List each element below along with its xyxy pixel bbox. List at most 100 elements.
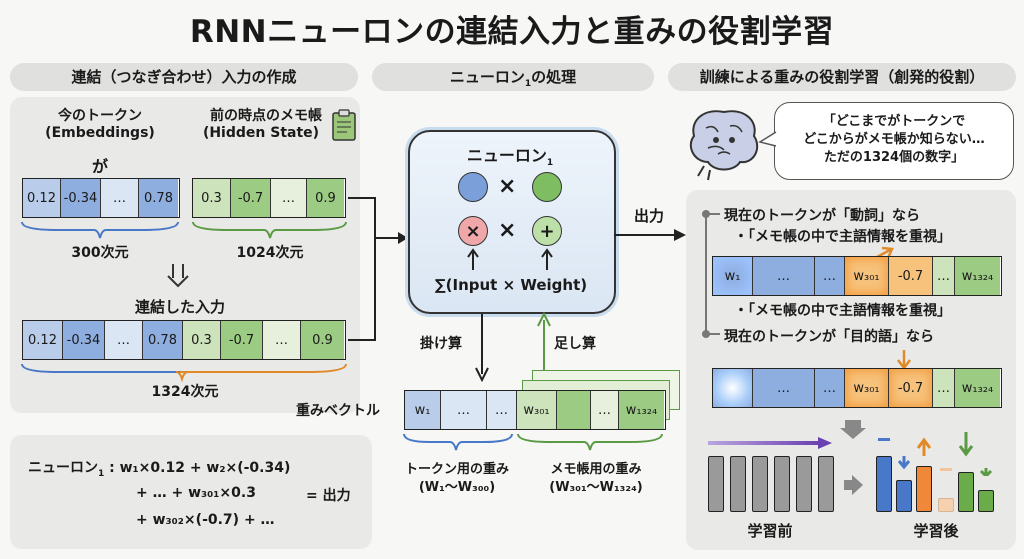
before-bar	[796, 456, 812, 512]
before-bar	[774, 456, 790, 512]
case2-label: 現在のトークンが「目的語」なら	[724, 329, 934, 345]
neuron-box	[408, 130, 616, 314]
output-label: 出力	[634, 207, 665, 225]
right-gray-arrow	[844, 475, 863, 495]
section-header-right: 訓練による重みの役割学習（創発的役割）	[668, 63, 1016, 91]
middle-header-sub: 1	[524, 79, 532, 89]
concat-dim-label: 1324次元	[151, 384, 219, 400]
multiply-circle-icon: ×	[458, 216, 488, 246]
concat-label: 連結した入力	[134, 298, 225, 316]
weight-cell: …	[487, 391, 517, 429]
input-circle-icon	[458, 172, 488, 202]
after-bar	[876, 456, 892, 512]
bars-before	[708, 456, 834, 512]
before-bar	[730, 456, 746, 512]
case1-cell: …	[753, 257, 815, 295]
weight-vector-label: 重みベクトル	[296, 403, 380, 419]
hid-cell: 0.3	[193, 179, 231, 217]
hidden-state-label: (Hidden State)	[202, 125, 320, 141]
formula-panel	[10, 435, 372, 549]
bubble-line1: 「どこまでがトークンで	[822, 114, 966, 129]
weight-cell: …	[441, 391, 487, 429]
case2-cell: w₁₃₂₄	[955, 369, 1000, 407]
neuron-title-text: ニューロン	[466, 146, 547, 165]
token-ga: が	[91, 157, 108, 176]
section-header-middle: ニューロン1の処理	[372, 63, 654, 91]
bubble-tail	[758, 131, 777, 147]
middle-header-text: ニューロン	[449, 68, 525, 86]
before-bar	[752, 456, 768, 512]
after-label: 学習後	[913, 522, 959, 540]
concat-vector: 0.12 -0.34 … 0.78 0.3 -0.7 … 0.9	[22, 320, 346, 360]
weight-cell: w₃₀₁	[517, 391, 557, 429]
dim-braces	[21, 221, 347, 239]
concat-cell: 0.12	[23, 321, 63, 359]
formula-line1: ニューロン1 : w₁×0.12 + w₂×(-0.34)	[28, 457, 290, 479]
case2-cell: …	[753, 369, 815, 407]
page-title: RNNニューロンの連結入力と重みの役割学習	[189, 14, 835, 50]
after-bar	[896, 480, 912, 512]
add-circle-icon: +	[532, 216, 562, 246]
memo-label: 前の時点のメモ帳	[210, 108, 322, 124]
emb-cell: 0.12	[23, 179, 61, 217]
neuron-title: ニューロン1	[408, 142, 612, 168]
middle-header-suffix: の処理	[531, 68, 577, 86]
weight-cell: w₁₃₂₄	[619, 391, 664, 429]
emb-cell: -0.34	[61, 179, 101, 217]
case-connector	[702, 210, 720, 338]
hid-cell: …	[271, 179, 307, 217]
hidden-vector: 0.3 -0.7 … 0.9	[192, 178, 346, 218]
bubble-line2: どこからがメモ帳か知らない…	[803, 132, 985, 147]
case1-note: ・「メモ帳の中で主語情報を重視」	[734, 229, 951, 245]
weight-braces	[403, 433, 663, 451]
case1-cell: w₁₃₂₄	[955, 257, 1000, 295]
concat-cell: …	[105, 321, 143, 359]
multiply-label: 掛け算	[420, 336, 462, 352]
case1-vector: w₁ … … w₃₀₁ -0.7 … w₁₃₂₄	[712, 256, 1002, 296]
neuron-title-sub: 1	[546, 158, 554, 169]
case1-cell: -0.7	[889, 257, 933, 295]
formula-line2: + … + w₃₀₁×0.3	[136, 485, 256, 501]
formula-sub: 1	[98, 468, 105, 479]
formula-neuron: ニューロン	[28, 460, 98, 476]
weight-vector: w₁ … … w₃₀₁ … w₁₃₂₄	[404, 390, 666, 430]
after-bar	[958, 472, 974, 512]
concat-cell: 0.3	[183, 321, 221, 359]
case2-cell: …	[933, 369, 955, 407]
concat-cell: 0.9	[301, 321, 344, 359]
purple-gradient-arrow	[708, 437, 832, 449]
emb-dim-label: 300次元	[71, 245, 129, 261]
memo-weights-range: (W₃₀₁〜W₁₃₂₄)	[549, 480, 643, 495]
concat-cell: -0.34	[63, 321, 105, 359]
case2-cell: w₃₀₁	[845, 369, 889, 407]
case1-cell: w₁	[713, 257, 753, 295]
input-connector	[348, 197, 408, 341]
embeddings-label: (Embeddings)	[45, 125, 155, 141]
up-arrows	[467, 248, 553, 270]
confused-brain-icon	[689, 110, 759, 181]
emb-cell: 0.78	[139, 179, 178, 217]
before-label: 学習前	[747, 522, 793, 540]
bars-after	[872, 440, 1002, 512]
formula-line3: + w₃₀₂×(-0.7) + …	[136, 512, 275, 528]
hid-dim-label: 1024次元	[236, 245, 304, 261]
times-symbol: ×	[498, 174, 517, 199]
case1-cell: …	[933, 257, 955, 295]
case2-cell	[713, 369, 753, 407]
emb-cell: …	[101, 179, 139, 217]
concat-panel	[10, 97, 360, 413]
memo-weights-label: メモ帳用の重み	[550, 462, 642, 477]
add-label: 足し算	[554, 336, 596, 352]
case1-label: 現在のトークンが「動詞」なら	[724, 208, 920, 224]
hid-cell: 0.9	[307, 179, 344, 217]
bubble-line3: ただの1324個の数字」	[823, 150, 965, 165]
weight-circle-icon	[532, 172, 562, 202]
current-token-label: 今のトークン	[58, 108, 142, 124]
token-weights-range: (W₁〜W₃₀₀)	[418, 480, 496, 495]
weight-cell: …	[591, 391, 619, 429]
output-arrow	[614, 229, 686, 241]
case1-cell: w₃₀₁	[845, 257, 889, 295]
after-bar	[978, 490, 994, 512]
before-bar	[818, 456, 834, 512]
case2-note: ・「メモ帳の中で主語情報を重視」	[734, 303, 951, 319]
